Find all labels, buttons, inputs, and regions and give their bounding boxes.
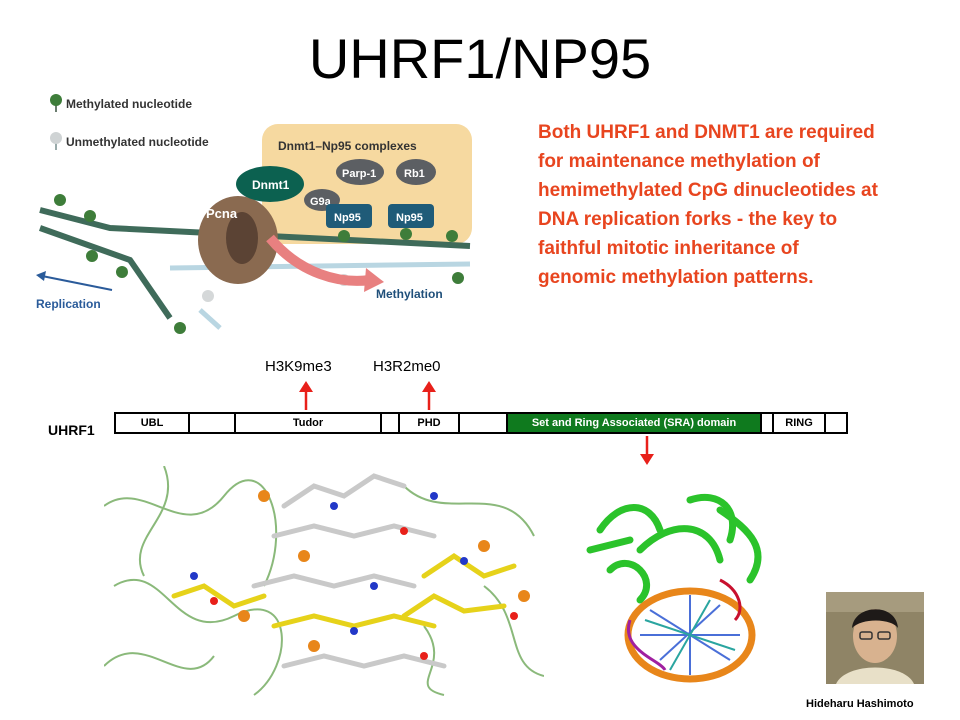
replication-label: Replication	[36, 297, 101, 311]
domain-tudor: Tudor	[236, 414, 382, 432]
pcna-label: Pcna	[206, 206, 238, 221]
description-line: genomic methylation patterns.	[538, 267, 814, 288]
h3k9me3-label: H3K9me3	[265, 358, 332, 375]
legend-unmethylated-label: Unmethylated nucleotide	[66, 135, 209, 149]
domain-phd: PHD	[400, 414, 460, 432]
legend-methylated: Methylated nucleotide	[50, 94, 192, 112]
protein-label: UHRF1	[48, 422, 95, 438]
dnmt1-node	[236, 166, 304, 202]
np95-a-label: Np95	[334, 212, 361, 224]
domain-linker	[762, 414, 774, 432]
description-paragraph: Both UHRF1 and DNMT1 are required for ma…	[538, 118, 938, 292]
page-title: UHRF1/NP95	[308, 27, 652, 90]
domain-linker	[190, 414, 236, 432]
description-line: faithful mitotic inheritance of	[538, 238, 799, 259]
complex-label: Dnmt1–Np95 complexes	[278, 139, 417, 153]
tudor-arrow-icon	[299, 381, 313, 410]
np95-b-label: Np95	[396, 212, 423, 224]
sra-arrow-icon	[640, 436, 654, 465]
parp1-label: Parp-1	[342, 168, 376, 180]
legend-unmethylated: Unmethylated nucleotide	[50, 132, 209, 150]
dnmt1-label: Dnmt1	[252, 178, 290, 192]
domain-bar: UBL Tudor PHD Set and Ring Associated (S…	[114, 412, 848, 434]
domain-linker	[382, 414, 400, 432]
description-line: Both UHRF1 and DNMT1 are required	[538, 122, 875, 143]
description-line: DNA replication forks - the key to	[538, 209, 838, 230]
domain-ring: RING	[774, 414, 826, 432]
dna-structure-closeup	[104, 466, 544, 696]
description-line: hemimethylated CpG dinucleotides at	[538, 180, 878, 201]
replication-schematic: Methylated nucleotide Unmethylated nucle…	[36, 94, 472, 334]
legend-methylated-label: Methylated nucleotide	[66, 97, 192, 111]
sra-structure	[586, 493, 762, 683]
replication-arrow	[41, 275, 113, 291]
domain-ubl: UBL	[116, 414, 190, 432]
author-photo	[826, 592, 924, 684]
domain-sra: Set and Ring Associated (SRA) domain	[508, 414, 762, 432]
methylation-label: Methylation	[376, 287, 443, 301]
phd-arrow-icon	[422, 381, 436, 410]
g9a-label: G9a	[310, 196, 332, 208]
domain-tail	[826, 414, 846, 432]
domain-linker	[460, 414, 508, 432]
author-name: Hideharu Hashimoto	[806, 698, 914, 710]
rb1-label: Rb1	[404, 168, 425, 180]
description-line: for maintenance methylation of	[538, 151, 820, 172]
h3r2me0-label: H3R2me0	[373, 358, 441, 375]
